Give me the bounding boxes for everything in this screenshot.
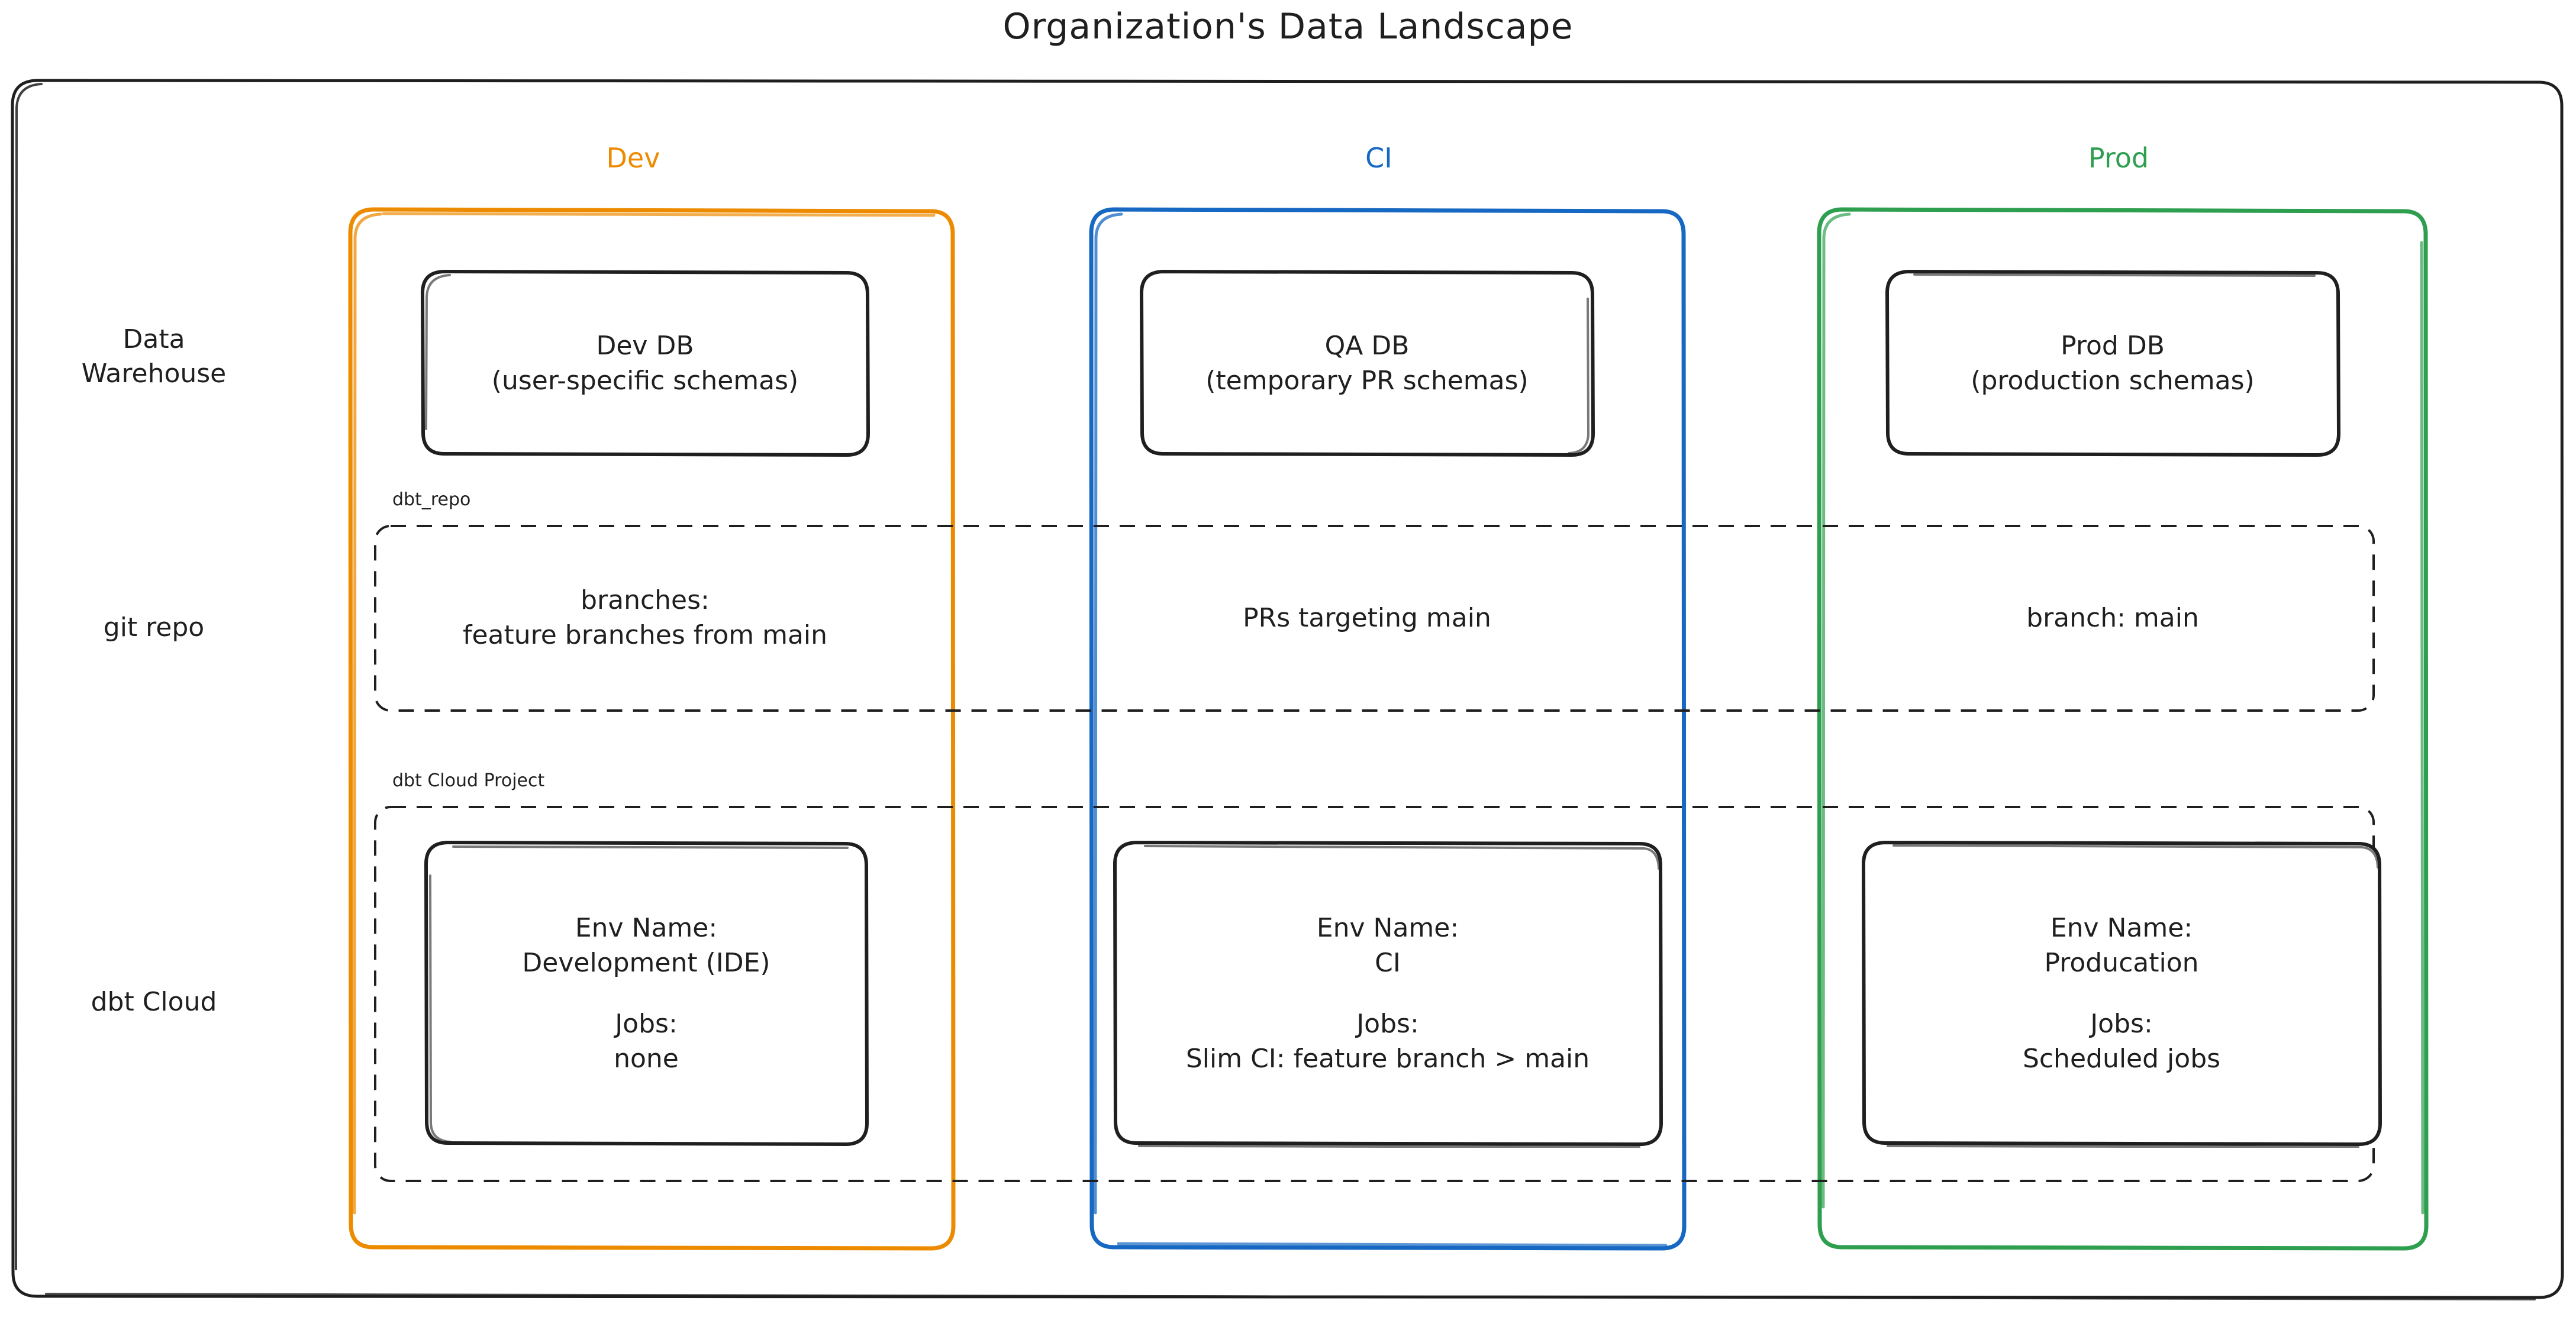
row-label-dbt-cloud-text: dbt Cloud — [91, 987, 217, 1017]
node-qa-db[interactable]: QA DB (temporary PR schemas) — [1139, 269, 1595, 459]
node-prod-db-line2: (production schemas) — [1971, 366, 2255, 396]
env-column-prod[interactable] — [1817, 207, 2429, 1251]
cell-git-prod-line1: branch: main — [2026, 602, 2199, 633]
row-label-git-repo-text: git repo — [103, 612, 205, 643]
node-dbt-env-ci-jobs-label: Jobs: — [1356, 1009, 1419, 1039]
group-dbt-repo: dbt_repo — [373, 489, 2376, 713]
node-dbt-env-dev-env-value: Development (IDE) — [522, 948, 770, 979]
node-dbt-env-dev-jobs-value: none — [614, 1043, 679, 1074]
node-dbt-env-ci-env-label: Env Name: — [1316, 913, 1459, 944]
diagram-outer-frame — [11, 79, 2564, 1300]
row-label-dbt-cloud: dbt Cloud — [30, 985, 278, 1019]
node-dbt-env-dev[interactable]: Env Name: Development (IDE) Jobs: none — [424, 840, 869, 1148]
node-qa-db-line1: QA DB — [1324, 331, 1410, 361]
node-dev-db[interactable]: Dev DB (user-specific schemas) — [420, 269, 870, 459]
column-header-prod: Prod — [2088, 142, 2149, 174]
env-column-prod-shape — [1817, 207, 2429, 1251]
group-dbt-repo-shape — [374, 525, 2375, 712]
page-title: Organization's Data Landscape — [1002, 6, 1574, 47]
env-column-ci-shape — [1089, 207, 1687, 1251]
node-prod-db-line1: Prod DB — [2061, 331, 2165, 361]
cell-git-ci: PRs targeting main — [1139, 553, 1595, 683]
group-dbt-repo-title: dbt_repo — [392, 489, 471, 510]
node-dbt-env-prod-text: Env Name: Producation Jobs: Scheduled jo… — [1861, 840, 2382, 1148]
node-qa-db-text: QA DB (temporary PR schemas) — [1139, 269, 1595, 459]
column-header-dev: Dev — [606, 142, 660, 174]
node-dbt-env-prod-jobs-value: Scheduled jobs — [2022, 1043, 2221, 1074]
node-qa-db-shape — [1139, 269, 1595, 457]
env-column-dev[interactable] — [348, 207, 956, 1251]
node-dbt-env-prod-env-label: Env Name: — [2050, 913, 2193, 944]
group-dbt-cloud-project-title: dbt Cloud Project — [392, 770, 545, 791]
cell-git-prod: branch: main — [1885, 553, 2340, 683]
node-prod-db-text: Prod DB (production schemas) — [1885, 269, 2340, 459]
cell-git-dev-line1: branches: — [581, 585, 710, 616]
node-dev-db-line1: Dev DB — [596, 331, 694, 361]
node-dbt-env-prod[interactable]: Env Name: Producation Jobs: Scheduled jo… — [1861, 840, 2382, 1148]
cell-git-dev: branches: feature branches from main — [420, 553, 870, 683]
node-dbt-env-dev-env-label: Env Name: — [575, 913, 718, 944]
env-column-ci[interactable] — [1089, 207, 1687, 1251]
node-dbt-env-prod-shape — [1861, 840, 2382, 1148]
cell-git-dev-line2: feature branches from main — [462, 620, 828, 650]
row-label-git-repo: git repo — [30, 611, 278, 645]
node-dbt-env-ci-env-value: CI — [1375, 948, 1401, 979]
outer-frame-shape — [11, 79, 2564, 1300]
node-dbt-env-ci-jobs-value: Slim CI: feature branch > main — [1185, 1043, 1590, 1074]
node-prod-db[interactable]: Prod DB (production schemas) — [1885, 269, 2340, 459]
node-dbt-env-prod-env-value: Producation — [2044, 948, 2199, 979]
node-qa-db-line2: (temporary PR schemas) — [1205, 366, 1529, 396]
row-label-data-warehouse: Data Warehouse — [30, 322, 278, 391]
node-dbt-env-prod-jobs-label: Jobs: — [2090, 1009, 2153, 1039]
node-dbt-env-ci[interactable]: Env Name: CI Jobs: Slim CI: feature bran… — [1113, 840, 1663, 1148]
node-prod-db-shape — [1885, 269, 2340, 457]
cell-git-ci-line1: PRs targeting main — [1243, 602, 1491, 633]
node-dev-db-shape — [420, 269, 870, 457]
node-dev-db-line2: (user-specific schemas) — [491, 366, 799, 396]
node-dbt-env-dev-jobs-label: Jobs: — [615, 1009, 678, 1039]
node-dbt-env-ci-text: Env Name: CI Jobs: Slim CI: feature bran… — [1113, 840, 1663, 1148]
node-dbt-env-ci-shape — [1113, 840, 1663, 1148]
row-label-data-warehouse-text: Data Warehouse — [81, 324, 227, 389]
node-dbt-env-dev-text: Env Name: Development (IDE) Jobs: none — [424, 840, 869, 1148]
env-column-dev-shape — [348, 207, 956, 1251]
node-dev-db-text: Dev DB (user-specific schemas) — [420, 269, 870, 459]
column-header-ci: CI — [1365, 142, 1392, 174]
node-dbt-env-dev-shape — [424, 840, 869, 1147]
